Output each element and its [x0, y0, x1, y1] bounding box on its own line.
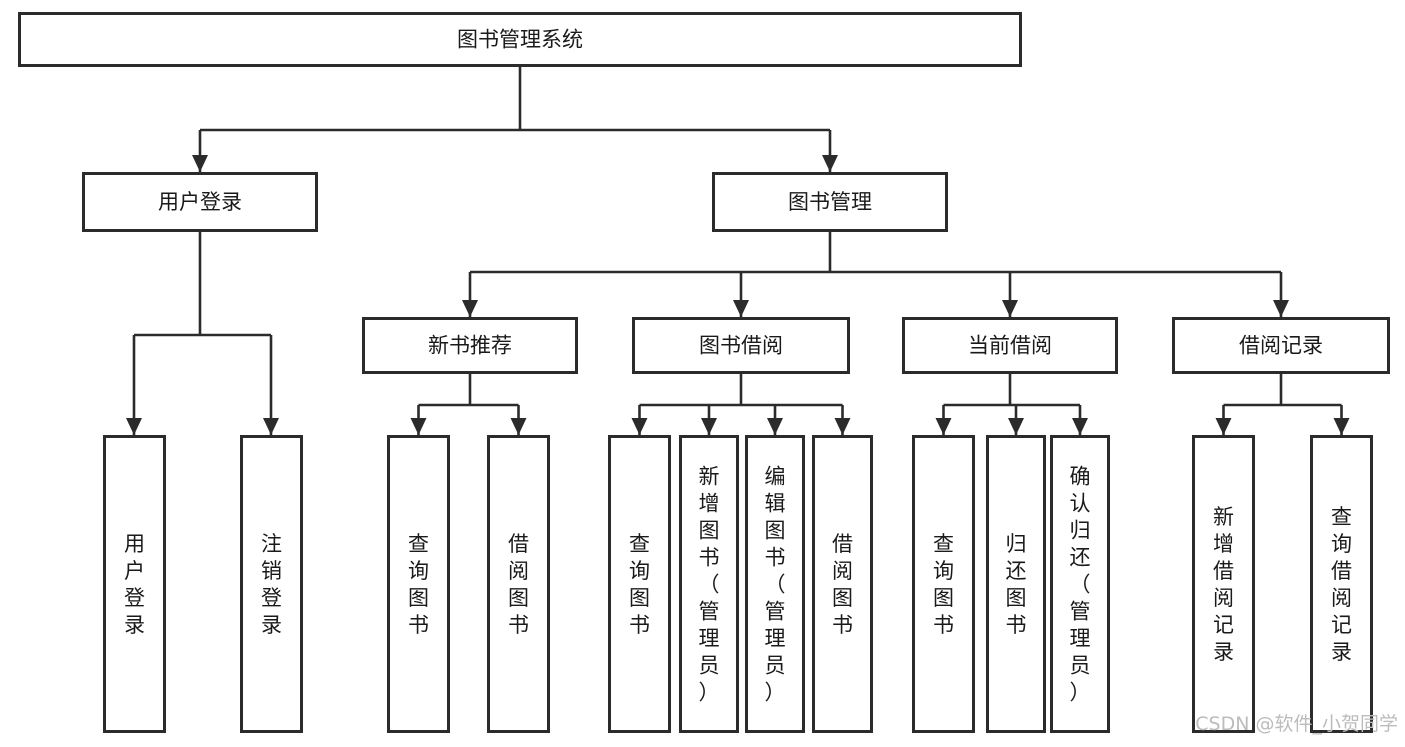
node-box: [82, 172, 318, 232]
node-book-borrow[interactable]: 图书借阅: [632, 317, 850, 374]
node-box: [1310, 435, 1373, 733]
node-box: [387, 435, 450, 733]
node-label: 用户登录: [158, 190, 242, 214]
node-book-management[interactable]: 图书管理: [712, 172, 948, 232]
node-box: [18, 12, 1022, 67]
node-box: [812, 435, 873, 733]
node-leaf-add-book-admin[interactable]: 新增图书（管理员）: [679, 435, 739, 733]
arrow-head-icon: [631, 418, 648, 435]
node-box: [103, 435, 166, 733]
node-leaf-borrow-books[interactable]: 借阅图书: [812, 435, 873, 733]
node-box: [712, 172, 948, 232]
csdn-watermark: CSDN @软件_小贺同学: [1195, 713, 1398, 735]
node-box: [745, 435, 805, 733]
node-box: [902, 317, 1118, 374]
connector-layer: [126, 67, 1350, 435]
arrow-head-icon: [733, 300, 749, 317]
node-label: 查询图书: [629, 532, 650, 637]
arrow-head-icon: [1072, 418, 1088, 435]
node-current-borrow[interactable]: 当前借阅: [902, 317, 1118, 374]
node-label: 新书推荐: [428, 334, 512, 358]
node-leaf-user-login[interactable]: 用户登录: [103, 435, 166, 733]
node-label: 确认归还（管理员）: [1070, 465, 1091, 705]
node-box: [1172, 317, 1390, 374]
node-label: 当前借阅: [968, 334, 1052, 358]
node-box: [487, 435, 550, 733]
node-box: [240, 435, 303, 733]
arrow-head-icon: [462, 300, 478, 317]
node-box: [1192, 435, 1255, 733]
node-user-login[interactable]: 用户登录: [82, 172, 318, 232]
node-leaf-query-books-recommend[interactable]: 查询图书: [387, 435, 450, 733]
node-box: [632, 317, 850, 374]
node-label: 用户登录: [124, 532, 145, 637]
node-new-book-recommend[interactable]: 新书推荐: [362, 317, 578, 374]
node-leaf-query-books-current[interactable]: 查询图书: [912, 435, 975, 733]
node-label: 新增借阅记录: [1213, 505, 1234, 664]
arrow-head-icon: [510, 418, 527, 435]
node-label: 编辑图书（管理员）: [765, 465, 786, 705]
node-label: 借阅图书: [832, 532, 853, 637]
node-label: 注销登录: [261, 532, 282, 637]
node-leaf-query-books-borrow[interactable]: 查询图书: [608, 435, 671, 733]
node-leaf-logout-login[interactable]: 注销登录: [240, 435, 303, 733]
node-leaf-add-borrow-record[interactable]: 新增借阅记录: [1192, 435, 1255, 733]
arrow-head-icon: [701, 418, 717, 435]
node-label: 查询图书: [933, 532, 954, 637]
node-box: [986, 435, 1046, 733]
arrow-head-icon: [1273, 300, 1289, 317]
arrow-head-icon: [822, 155, 838, 172]
node-label: 借阅图书: [508, 532, 529, 637]
arrow-head-icon: [263, 418, 279, 435]
arrow-head-icon: [1215, 418, 1232, 435]
node-label: 图书管理: [788, 190, 872, 214]
node-label: 借阅记录: [1239, 334, 1323, 358]
arrow-head-icon: [1002, 300, 1018, 317]
node-box: [608, 435, 671, 733]
node-box: [679, 435, 739, 733]
arrow-head-icon: [1333, 418, 1350, 435]
node-leaf-confirm-return-admin[interactable]: 确认归还（管理员）: [1050, 435, 1110, 733]
node-label: 查询图书: [408, 532, 429, 637]
arrow-head-icon: [126, 418, 142, 435]
node-root[interactable]: 图书管理系统: [18, 12, 1022, 67]
node-box: [912, 435, 975, 733]
node-leaf-return-books[interactable]: 归还图书: [986, 435, 1046, 733]
node-label: 归还图书: [1006, 532, 1027, 637]
node-label: 查询借阅记录: [1331, 505, 1352, 664]
node-leaf-query-borrow-record[interactable]: 查询借阅记录: [1310, 435, 1373, 733]
node-leaf-borrow-books-recommend[interactable]: 借阅图书: [487, 435, 550, 733]
arrow-head-icon: [192, 155, 208, 172]
arrow-head-icon: [410, 418, 427, 435]
node-label: 图书借阅: [699, 334, 783, 358]
node-label: 新增图书（管理员）: [699, 465, 720, 705]
node-label: 图书管理系统: [457, 28, 583, 52]
arrow-head-icon: [767, 418, 783, 435]
node-borrow-records[interactable]: 借阅记录: [1172, 317, 1390, 374]
node-layer: 图书管理系统用户登录图书管理新书推荐图书借阅当前借阅借阅记录用户登录注销登录查询…: [18, 12, 1390, 733]
node-box: [1050, 435, 1110, 733]
arrow-head-icon: [935, 418, 952, 435]
node-leaf-edit-book-admin[interactable]: 编辑图书（管理员）: [745, 435, 805, 733]
node-box: [362, 317, 578, 374]
arrow-head-icon: [834, 418, 851, 435]
arrow-head-icon: [1008, 418, 1024, 435]
